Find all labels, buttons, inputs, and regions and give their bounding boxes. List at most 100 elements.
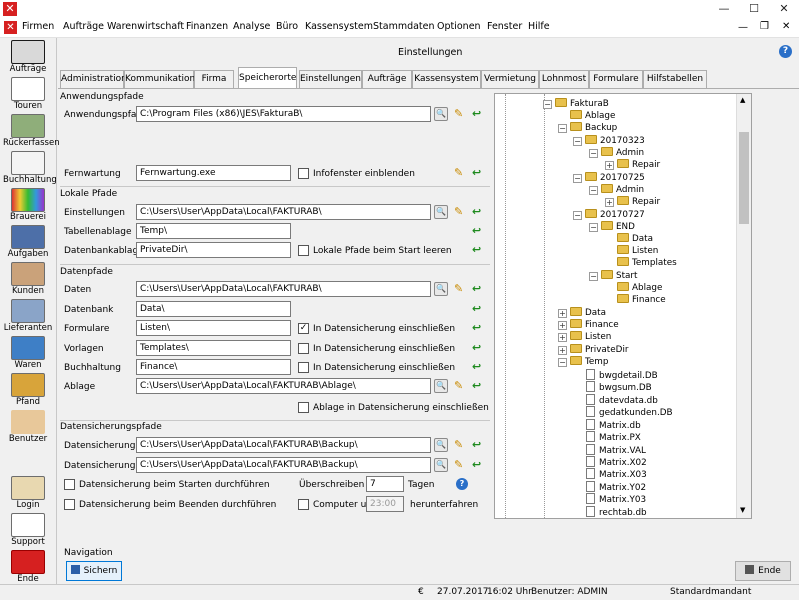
browse-icon[interactable]: 🔍 [434,458,448,472]
close-button[interactable]: ✕ [779,2,789,15]
apply-arrow-icon[interactable]: ↩ [472,458,482,471]
edit-pencil-icon[interactable]: ✎ [454,438,464,451]
scroll-thumb[interactable] [739,132,749,224]
menu-hilfe[interactable]: Hilfe [528,21,550,32]
sidebar-item-lieferanten[interactable]: Lieferanten [3,299,53,336]
mdi-close-button[interactable]: ✕ [782,21,791,32]
tree-item[interactable]: Finance [617,294,666,306]
vorlagen-input[interactable]: Templates\ [136,340,291,356]
vorlagen-sicherung-checkbox[interactable] [298,343,309,354]
browse-icon[interactable]: 🔍 [434,205,448,219]
edit-pencil-icon[interactable]: ✎ [454,379,464,392]
formulare-sicherung-checkbox[interactable]: ✓ [298,323,309,334]
tree-expand-icon[interactable]: + [558,333,567,342]
tree-collapse-icon[interactable]: − [543,100,552,109]
sidebar-item-buchhaltung[interactable]: Buchhaltung [3,151,57,188]
einstellungen-input[interactable]: C:\Users\User\AppData\Local\FAKTURAB\ [136,204,431,220]
sidebar-item-aufgaben[interactable]: Aufgaben [3,225,53,262]
menu-optionen[interactable]: Optionen [437,21,481,32]
menu-auftraege[interactable]: Aufträge [63,21,105,32]
edit-pencil-icon[interactable]: ✎ [454,166,464,179]
tab-vermietung[interactable]: Vermietung [481,70,539,89]
tree-collapse-icon[interactable]: − [573,174,582,183]
tree-item[interactable]: Backup [570,122,617,134]
lokale-pfade-leeren-checkbox[interactable] [298,245,309,256]
menu-analyse[interactable]: Analyse [233,21,271,32]
sidebar-item-ende[interactable]: Ende [3,550,53,587]
tree-collapse-icon[interactable]: − [589,272,598,281]
ablage-sicherung-checkbox[interactable] [298,402,309,413]
maximize-button[interactable]: ☐ [749,2,759,15]
tree-item[interactable]: Templates [617,257,677,269]
sidebar-item-touren[interactable]: Touren [3,77,53,114]
anwendungspfad-input[interactable]: C:\Program Files (x86)\JES\FakturaB\ [136,106,431,122]
tab-speicherorte[interactable]: Speicherorte [238,67,297,89]
formulare-input[interactable]: Listen\ [136,320,291,336]
apply-arrow-icon[interactable]: ↩ [472,166,482,179]
sidebar-item-brauerei[interactable]: Brauerei [3,188,53,225]
menu-buero[interactable]: Büro [276,21,299,32]
sicherung1-input[interactable]: C:\Users\User\AppData\Local\FAKTURAB\Bac… [136,437,431,453]
ablage-input[interactable]: C:\Users\User\AppData\Local\FAKTURAB\Abl… [136,378,431,394]
tree-collapse-icon[interactable]: − [589,186,598,195]
tree-item[interactable]: Matrix.Y03 [586,493,646,505]
sicherung-start-checkbox[interactable] [64,479,75,490]
apply-arrow-icon[interactable]: ↩ [472,243,482,256]
menu-warenwirtschaft[interactable]: Warenwirtschaft [107,21,185,32]
tree-item[interactable]: Repair [617,159,660,171]
edit-pencil-icon[interactable]: ✎ [454,205,464,218]
info-icon[interactable]: ? [456,478,468,490]
herunterfahren-checkbox[interactable] [298,499,309,510]
apply-arrow-icon[interactable]: ↩ [472,321,482,334]
sidebar-item-rueckerfassen[interactable]: Rückerfassen [3,114,60,151]
infofenster-checkbox[interactable] [298,168,309,179]
tab-kommunikation[interactable]: Kommunikation [124,70,195,89]
tree-collapse-icon[interactable]: − [589,223,598,232]
tree-item[interactable]: 20170727 [585,209,645,221]
sidebar-item-waren[interactable]: Waren [3,336,53,373]
tab-formulare[interactable]: Formulare [589,70,643,89]
sidebar-item-support[interactable]: Support [3,513,53,550]
tree-item[interactable]: Listen [570,331,611,343]
tree-item[interactable]: bwgsum.DB [586,381,652,393]
save-button[interactable]: Sichern [66,561,122,581]
tabellenablage-input[interactable]: Temp\ [136,223,291,239]
zeit-input[interactable]: 23:00 [366,496,404,512]
tree-item[interactable]: Matrix.X03 [586,468,647,480]
tab-firma[interactable]: Firma [194,70,234,89]
tree-item[interactable]: Matrix.Y02 [586,481,646,493]
tree-item[interactable]: Matrix.db [586,419,641,431]
edit-pencil-icon[interactable]: ✎ [454,458,464,471]
tree-item[interactable]: Repair [617,196,660,208]
tree-item[interactable]: rechtab.db [586,506,647,518]
daten-input[interactable]: C:\Users\User\AppData\Local\FAKTURAB\ [136,281,431,297]
tree-collapse-icon[interactable]: − [558,124,567,133]
tab-lohnmost[interactable]: Lohnmost [539,70,589,89]
browse-icon[interactable]: 🔍 [434,438,448,452]
tree-item[interactable]: Matrix.PX [586,431,641,443]
tree-item[interactable]: Admin [601,147,644,159]
menu-finanzen[interactable]: Finanzen [186,21,229,32]
menu-stammdaten[interactable]: Stammdaten [373,21,435,32]
scroll-up-icon[interactable]: ▲ [740,96,746,104]
menu-firmen[interactable]: Firmen [22,21,55,32]
sicherung2-input[interactable]: C:\Users\User\AppData\Local\FAKTURAB\Bac… [136,457,431,473]
tree-expand-icon[interactable]: + [605,161,614,170]
tree-item[interactable]: 20170323 [585,135,645,147]
tree-expand-icon[interactable]: + [558,321,567,330]
tree-expand-icon[interactable]: + [605,198,614,207]
mdi-restore-button[interactable]: ❐ [760,21,769,32]
scroll-down-icon[interactable]: ▼ [740,506,746,514]
tab-administration[interactable]: Administration [60,70,127,89]
fernwartung-input[interactable]: Fernwartung.exe [136,165,291,181]
sidebar-item-auftraege[interactable]: Aufträge [3,40,53,77]
apply-arrow-icon[interactable]: ↩ [472,379,482,392]
apply-arrow-icon[interactable]: ↩ [472,205,482,218]
tree-item[interactable]: 20170725 [585,172,645,184]
tree-item[interactable]: Ablage [617,282,662,294]
apply-arrow-icon[interactable]: ↩ [472,224,482,237]
sidebar-item-benutzer[interactable]: Benutzer [3,410,53,447]
tree-collapse-icon[interactable]: − [573,137,582,146]
edit-pencil-icon[interactable]: ✎ [454,107,464,120]
end-button[interactable]: Ende [735,561,791,581]
